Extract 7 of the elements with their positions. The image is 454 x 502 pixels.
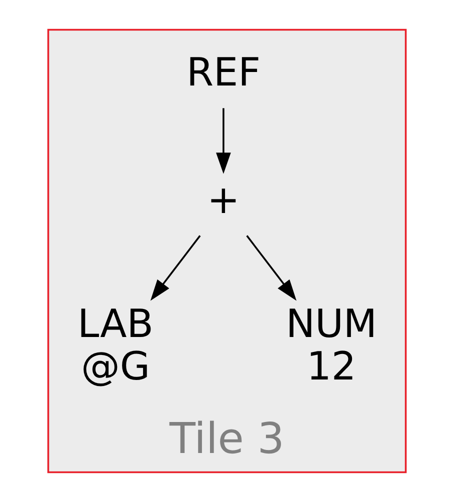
node-text: + <box>207 178 240 224</box>
node-text: LAB @G <box>78 302 154 390</box>
node-text: REF <box>186 50 260 96</box>
node-text: NUM 12 <box>286 302 378 390</box>
arrow <box>246 235 296 301</box>
arrow <box>150 235 201 301</box>
arrow <box>216 108 231 174</box>
